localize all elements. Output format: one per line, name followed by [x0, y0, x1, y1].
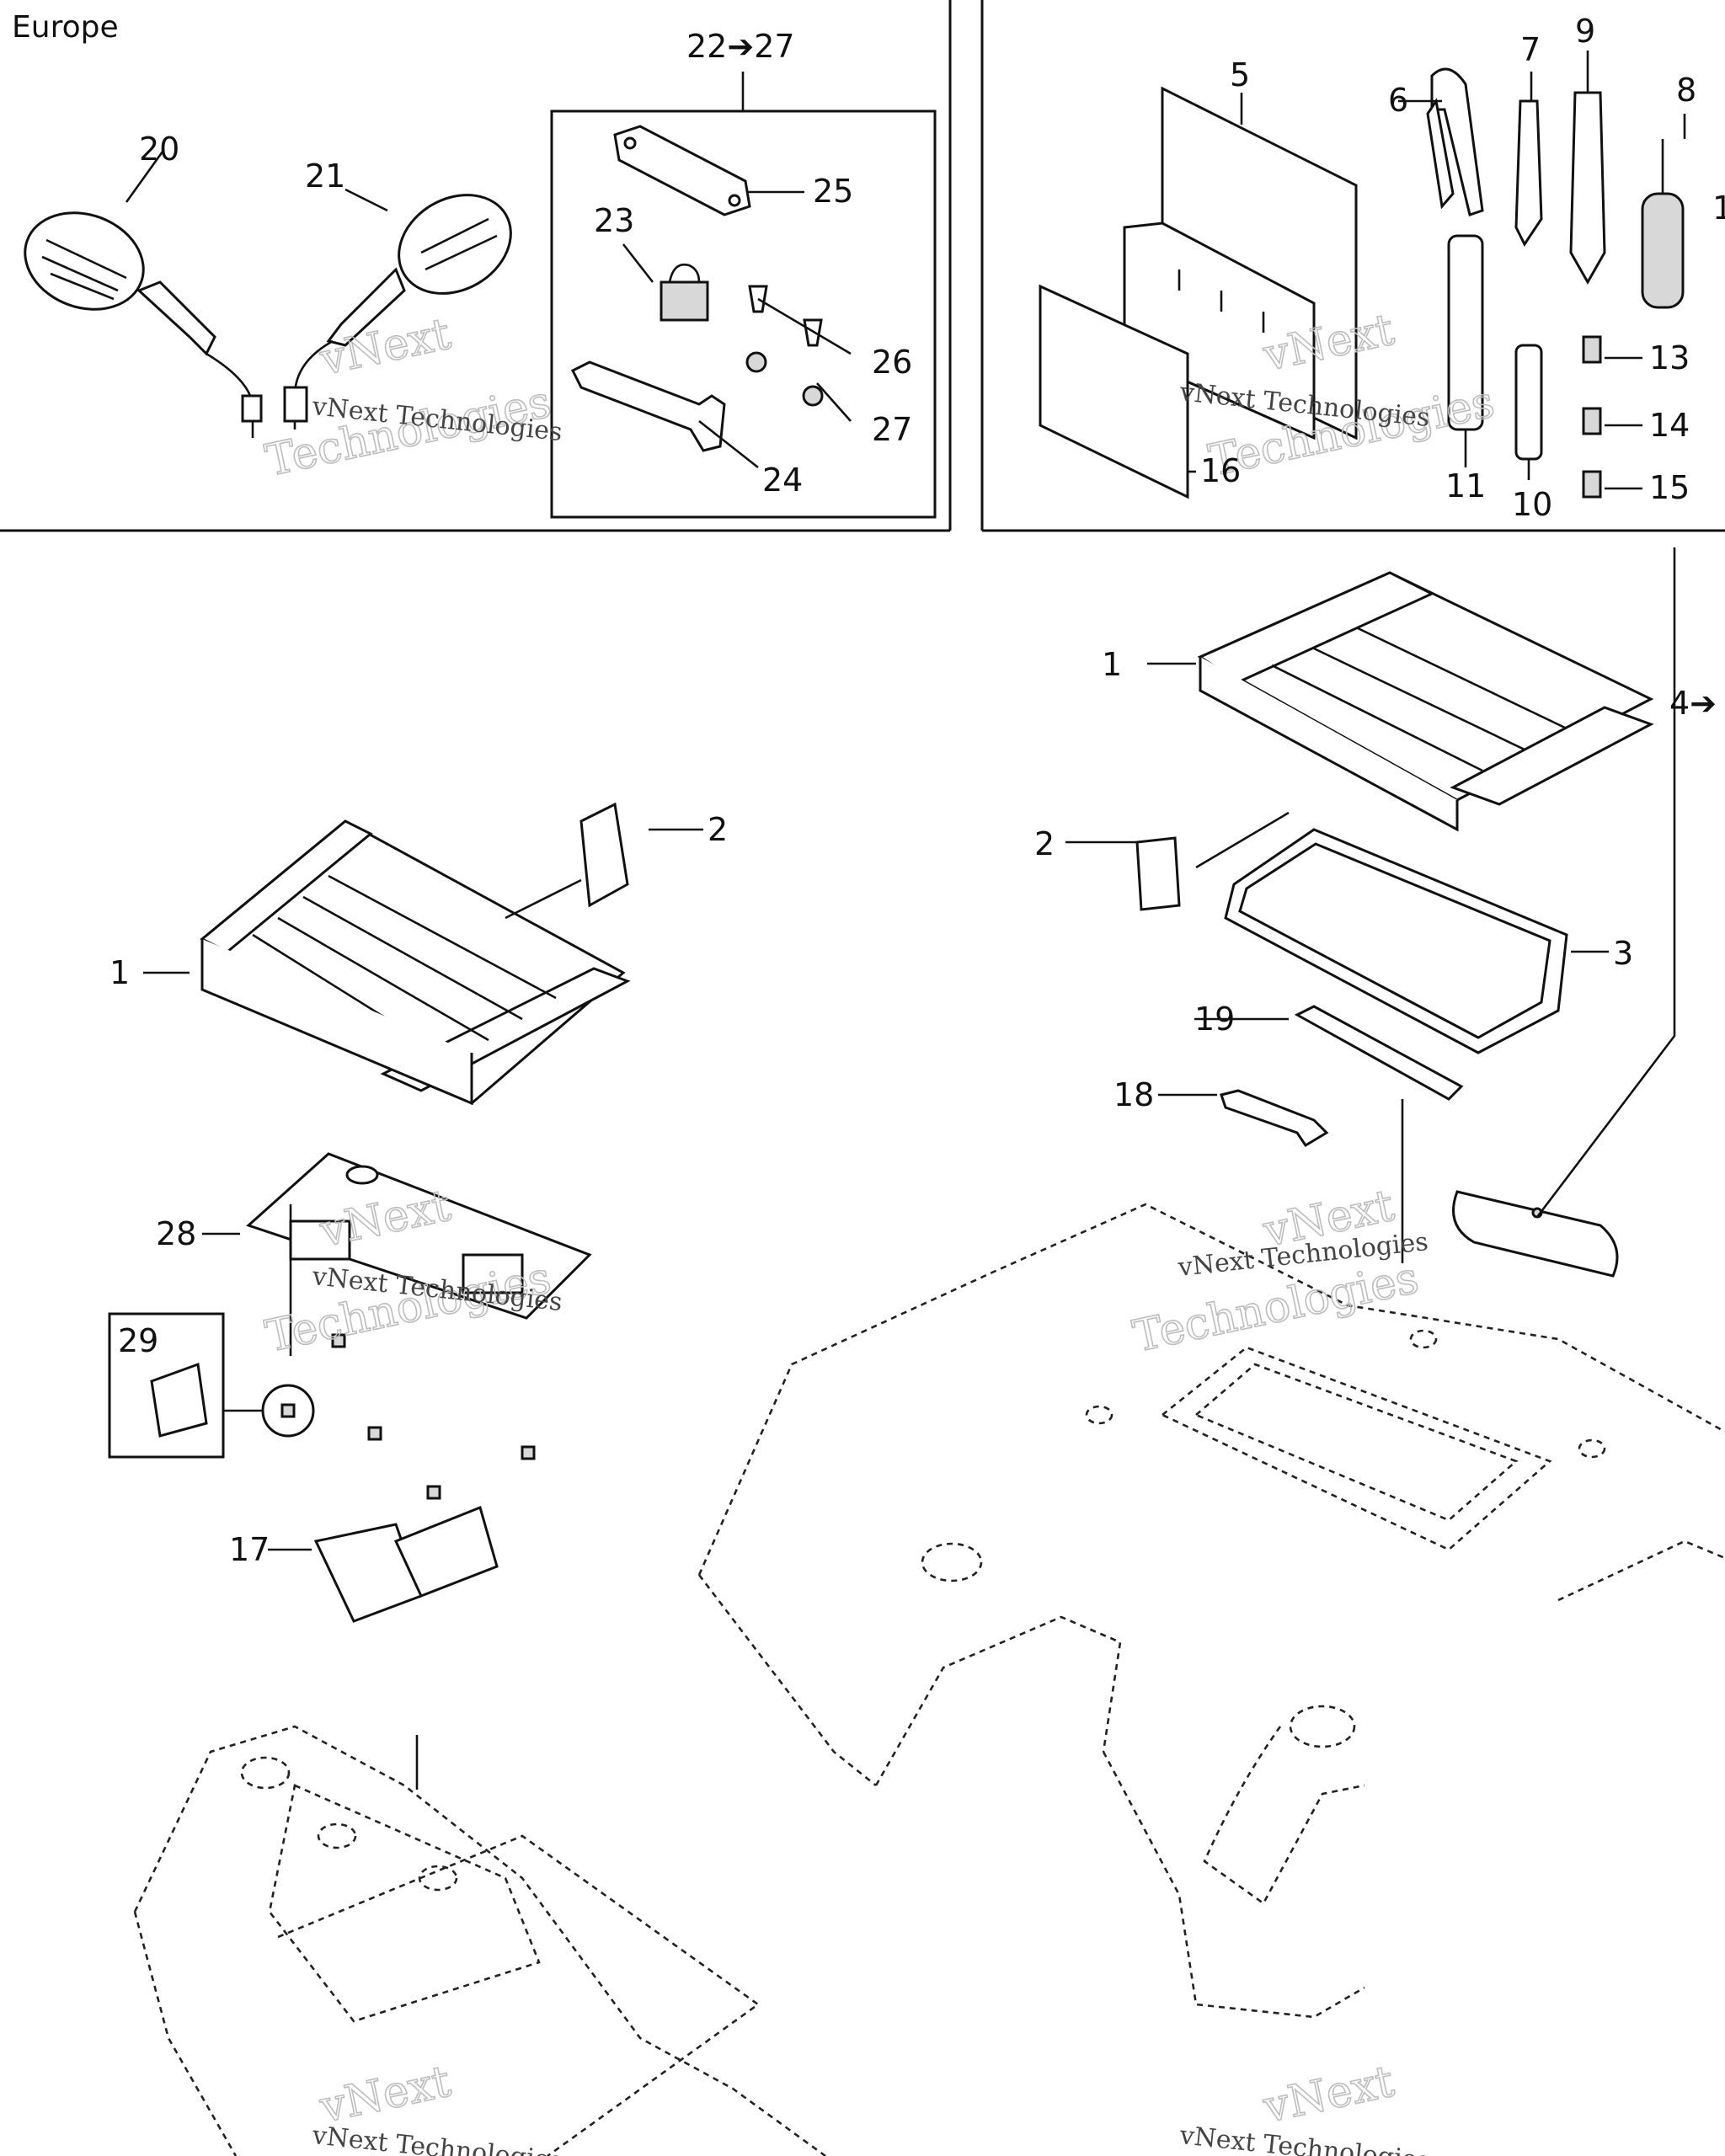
callout-20: 20	[139, 131, 179, 168]
callout-11: 11	[1445, 467, 1486, 504]
callout-1-right: 1	[1102, 646, 1122, 683]
callout-23: 23	[594, 202, 634, 239]
fuses	[1582, 335, 1602, 499]
watermark-text: vNext Technologies	[310, 2121, 563, 2156]
leader-lines	[125, 51, 1686, 1551]
fender-right	[697, 1203, 1725, 2019]
callout-labels: 20 21 22➔27 23 24 25 26 27 5 6 7 8 9 10 …	[109, 13, 1725, 1568]
watermark-brand: vNext	[315, 2057, 455, 2133]
bracket-28	[246, 1152, 592, 1356]
tool-wrench-9	[1569, 91, 1606, 286]
pouch-4	[1452, 1190, 1619, 1278]
panel-frames	[0, 0, 1725, 1459]
watermark-brand: vNext	[315, 309, 455, 386]
callout-18: 18	[1114, 1076, 1154, 1113]
tool-bag	[1039, 86, 1358, 499]
tool-box-wrench-10	[1514, 344, 1543, 461]
detail-29-box	[108, 1312, 225, 1459]
tool-wrench-7	[1514, 99, 1543, 247]
callout-12-partial: 1	[1712, 189, 1725, 227]
callout-27: 27	[872, 411, 912, 448]
callout-6: 6	[1388, 82, 1408, 119]
watermarks: vNext Technologies vNext Technologies vN…	[260, 304, 1499, 2156]
callout-2-right: 2	[1034, 825, 1055, 862]
mirror-right	[283, 194, 512, 430]
callout-9: 9	[1575, 13, 1595, 50]
callout-1-left: 1	[109, 954, 130, 991]
latch-17	[313, 1505, 499, 1790]
callout-5: 5	[1230, 56, 1250, 93]
fender-left	[133, 1725, 826, 2156]
bracket-right-2	[1135, 836, 1181, 911]
tool-screwdriver	[1641, 139, 1685, 309]
bar-19	[1294, 1005, 1464, 1101]
rack-left	[200, 802, 631, 1106]
callout-21: 21	[305, 157, 345, 195]
loose-clips	[331, 1333, 536, 1500]
leader-4	[1535, 547, 1676, 1218]
wrench-18	[1220, 1089, 1329, 1148]
mirror-left	[24, 211, 263, 438]
callout-22-27: 22➔27	[686, 28, 795, 65]
callout-28: 28	[156, 1215, 196, 1252]
callout-25: 25	[813, 173, 853, 210]
callout-29: 29	[118, 1322, 158, 1359]
watermark-brand: vNext	[1258, 2057, 1398, 2133]
callout-4: 4➔	[1669, 685, 1717, 722]
callout-24: 24	[762, 462, 803, 499]
clip-29	[150, 1362, 315, 1438]
callout-17: 17	[229, 1531, 270, 1568]
callout-15: 15	[1649, 469, 1690, 506]
region-label: Europe	[12, 10, 119, 45]
callout-2-left: 2	[708, 811, 728, 848]
callout-14: 14	[1649, 407, 1690, 444]
tool-pliers	[1426, 67, 1484, 216]
seal-3	[1224, 828, 1568, 1054]
callout-13: 13	[1649, 339, 1690, 376]
callout-19: 19	[1194, 1001, 1235, 1038]
callout-7: 7	[1520, 31, 1541, 68]
callout-3: 3	[1613, 935, 1633, 972]
callout-8: 8	[1676, 72, 1696, 109]
callout-26: 26	[872, 344, 912, 381]
kit-parts	[570, 125, 824, 452]
callout-10: 10	[1512, 486, 1552, 523]
callout-16: 16	[1200, 452, 1241, 489]
watermark-text: vNext Technologies	[1178, 2121, 1431, 2156]
rack-right	[1197, 571, 1654, 832]
